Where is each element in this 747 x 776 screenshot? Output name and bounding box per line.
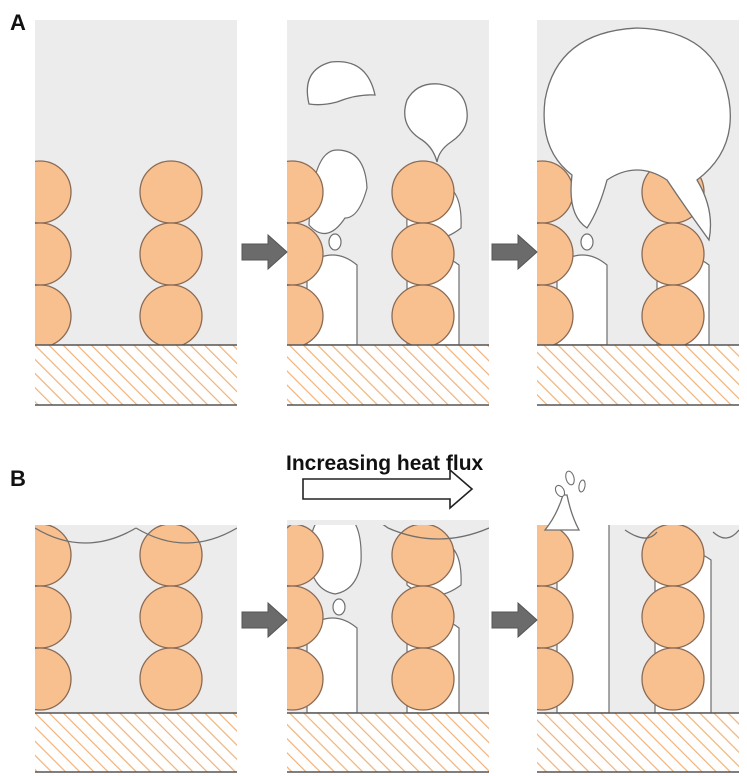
sintered-particle bbox=[139, 160, 203, 224]
heated-substrate bbox=[287, 713, 489, 772]
sintered-particle bbox=[287, 160, 324, 224]
sintered-particle bbox=[641, 284, 705, 345]
sintered-particle bbox=[641, 647, 705, 711]
panel-a2 bbox=[287, 20, 489, 406]
sintered-particle bbox=[287, 647, 324, 711]
sintered-particle bbox=[743, 161, 747, 223]
sintered-particle bbox=[743, 285, 747, 347]
panel-label-a: A bbox=[10, 10, 26, 35]
ejected-droplet-icon bbox=[565, 470, 575, 486]
sintered-particle bbox=[139, 222, 203, 286]
vapor-pocket bbox=[332, 598, 346, 616]
heated-substrate bbox=[537, 713, 739, 772]
liquid-meniscus bbox=[287, 525, 489, 540]
sintered-particle bbox=[391, 160, 455, 224]
heated-substrate bbox=[537, 345, 739, 405]
sintered-particle bbox=[391, 284, 455, 345]
sintered-particle bbox=[743, 223, 747, 285]
heat-flux-label: Increasing heat flux bbox=[286, 452, 484, 475]
panel-a1 bbox=[35, 20, 237, 406]
sintered-particle bbox=[641, 525, 705, 587]
sintered-particle bbox=[35, 160, 72, 224]
heated-substrate bbox=[287, 345, 489, 405]
process-arrow-icon bbox=[491, 233, 538, 271]
heated-substrate bbox=[35, 345, 237, 405]
sintered-particle bbox=[139, 525, 203, 587]
heated-substrate bbox=[35, 713, 237, 772]
sintered-particle bbox=[391, 222, 455, 286]
process-arrow-icon bbox=[241, 233, 288, 271]
sintered-particle bbox=[743, 524, 747, 586]
sintered-particle bbox=[537, 525, 574, 587]
sintered-particle bbox=[35, 647, 72, 711]
sintered-particle bbox=[139, 284, 203, 345]
sintered-particle bbox=[641, 585, 705, 649]
liquid-meniscus bbox=[624, 529, 739, 539]
sintered-particle bbox=[35, 284, 72, 345]
panel-a3 bbox=[537, 20, 747, 406]
sintered-particle bbox=[743, 586, 747, 648]
sintered-particle bbox=[287, 525, 324, 587]
heat-flux-arrow-icon bbox=[302, 468, 474, 510]
sintered-particle bbox=[537, 647, 574, 711]
sintered-particle bbox=[641, 222, 705, 286]
panel-b1 bbox=[35, 525, 237, 773]
sintered-particle bbox=[35, 585, 72, 649]
process-arrow-icon bbox=[241, 601, 288, 639]
sintered-particle bbox=[391, 647, 455, 711]
vapor-region bbox=[308, 525, 362, 595]
sintered-particle bbox=[35, 525, 72, 587]
liquid-meniscus bbox=[35, 527, 237, 544]
vapor-region bbox=[308, 149, 368, 234]
vapor-bubble bbox=[306, 60, 376, 106]
panel-b2 bbox=[287, 520, 489, 773]
process-arrow-icon bbox=[491, 601, 538, 639]
sintered-particle bbox=[35, 222, 72, 286]
panel-label-b: B bbox=[10, 466, 26, 491]
ejected-droplet-icon bbox=[578, 479, 586, 493]
vapor-bubble bbox=[404, 83, 468, 163]
sintered-particle bbox=[743, 648, 747, 710]
vapor-bubble bbox=[543, 27, 731, 242]
sintered-particle bbox=[287, 284, 324, 345]
sintered-particle bbox=[391, 585, 455, 649]
vapor-bubble bbox=[543, 494, 581, 531]
vapor-pocket bbox=[328, 233, 342, 251]
diagram-layer bbox=[35, 20, 747, 773]
sintered-particle bbox=[537, 284, 574, 345]
ejected-droplet-icon bbox=[554, 484, 566, 498]
sintered-particle bbox=[139, 647, 203, 711]
panel-b3 bbox=[537, 494, 747, 773]
sintered-particle bbox=[139, 585, 203, 649]
vapor-pocket bbox=[580, 233, 594, 251]
sintered-particle bbox=[537, 160, 574, 224]
